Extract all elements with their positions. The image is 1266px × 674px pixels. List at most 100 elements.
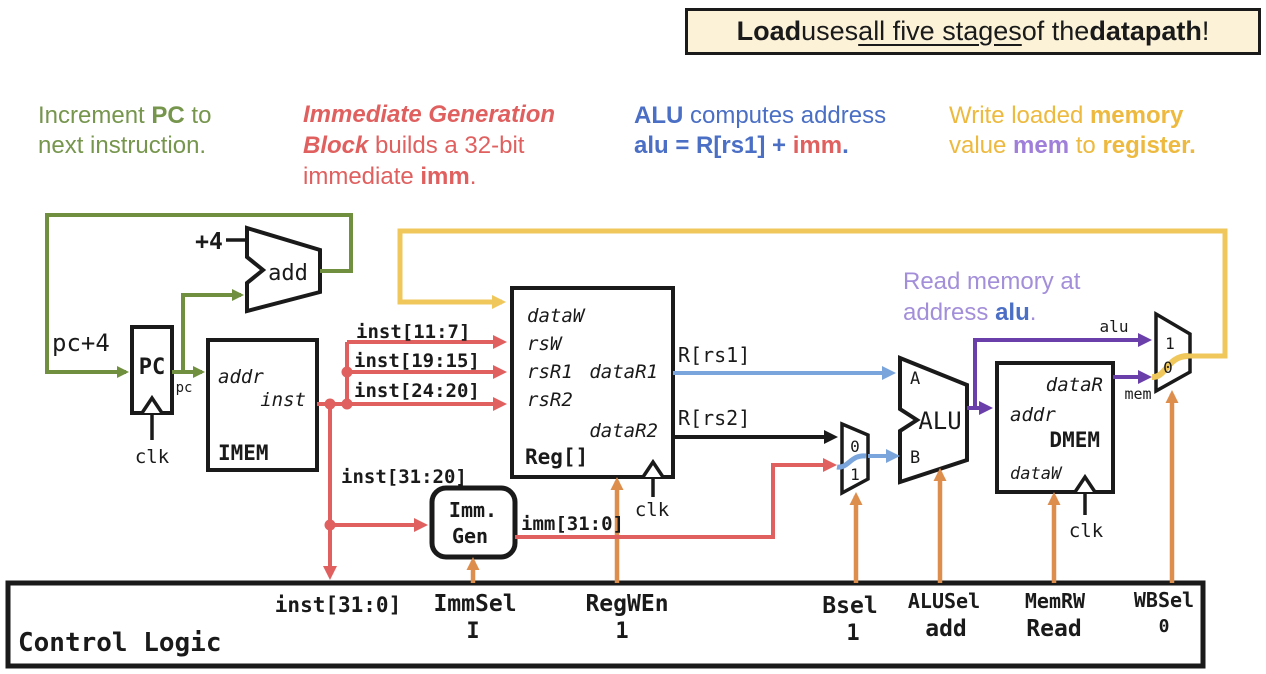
label-bsel-1: 1 xyxy=(850,465,860,484)
note-line: next instruction. xyxy=(38,131,211,161)
label-plus4: +4 xyxy=(195,229,223,255)
note-text-imm: imm xyxy=(420,163,470,190)
note-text: . xyxy=(1189,132,1196,159)
label-alu-b: B xyxy=(910,448,920,468)
bsel-select-squiggle xyxy=(836,453,867,470)
label-clk: clk xyxy=(1069,520,1104,542)
wire-imm-31-0 xyxy=(515,458,837,539)
note-line: Immediate Generation xyxy=(303,99,555,130)
note-text: Write loaded xyxy=(949,102,1090,129)
note-text-mem: mem xyxy=(1013,132,1070,159)
note-text: Immediate Generation xyxy=(303,101,556,128)
wire-pc-to-adder xyxy=(181,289,244,372)
note-alu-address: ALU computes address alu = R[rs1] + imm. xyxy=(634,101,886,161)
signal-immsel-name: ImmSel xyxy=(433,591,516,617)
wbsel-select-squiggle xyxy=(1151,353,1189,380)
wire-pc-plus4-loop xyxy=(45,213,353,378)
note-line: Read memory at xyxy=(903,266,1080,297)
signal-wbsel-value: 0 xyxy=(1159,616,1170,637)
label-inst-31-20: inst[31:20] xyxy=(341,466,467,488)
note-text: computes address xyxy=(683,102,887,129)
slide-banner: Load uses all five stages of the datapat… xyxy=(685,8,1261,55)
note-immediate-generation: Immediate Generation Block builds a 32-b… xyxy=(303,99,555,192)
signal-immsel-value: I xyxy=(466,619,479,644)
note-text: immediate xyxy=(303,163,421,190)
note-line: value mem to register. xyxy=(949,131,1196,161)
note-read-memory: Read memory at address alu. xyxy=(903,266,1080,328)
label-imem-addr: addr xyxy=(218,366,264,388)
note-text: to xyxy=(1069,132,1103,159)
label-alu-a: A xyxy=(910,369,920,389)
signal-alusel-value: add xyxy=(925,616,967,642)
label-inst-31-0: inst[31:0] xyxy=(275,593,401,617)
label-reg-rsw: rsW xyxy=(527,333,563,355)
note-text-memory: memory xyxy=(1089,102,1184,129)
signal-regwen-value: 1 xyxy=(615,619,628,644)
note-text-alu: ALU xyxy=(634,102,684,129)
label-reg: Reg[] xyxy=(525,445,588,469)
banner-datapath: datapath xyxy=(1089,16,1202,46)
label-imm-31-0: imm[31:0] xyxy=(521,513,624,535)
label-reg-rsr1: rsR1 xyxy=(527,361,573,383)
label-r-rs2: R[rs2] xyxy=(678,406,750,430)
signal-memrw-value: Read xyxy=(1026,616,1081,642)
signal-alusel-name: ALUSel xyxy=(908,589,980,613)
note-line: Block builds a 32-bit xyxy=(303,130,555,161)
label-inst-24-20: inst[24:20] xyxy=(354,380,480,402)
label-reg-dataw: dataW xyxy=(527,305,586,327)
clk-edge-triangle xyxy=(641,458,665,478)
label-dmem-datar: dataR xyxy=(1046,374,1103,396)
note-line: Write loaded memory xyxy=(949,101,1196,131)
wire-alu-to-wbsel xyxy=(973,333,1152,408)
signal-wbsel-name: WBSel xyxy=(1134,588,1194,612)
imem-block xyxy=(206,338,319,472)
pc-add4-adder xyxy=(245,225,322,314)
label-dmem-dataw: dataW xyxy=(1010,464,1063,484)
note-text: value xyxy=(949,132,1014,159)
note-text: . xyxy=(469,163,477,190)
label-wbsel-0: 0 xyxy=(1163,358,1173,377)
note-line: ALU computes address xyxy=(634,101,886,131)
label-inst-11-7: inst[11:7] xyxy=(356,321,470,343)
note-text: Increment xyxy=(38,102,152,129)
alu-block xyxy=(898,355,969,485)
label-inst-19-15: inst[19:15] xyxy=(354,350,480,372)
clk-edge-triangle xyxy=(1073,473,1097,493)
note-text: builds a 32-bit xyxy=(368,132,525,159)
note-text: Read memory at xyxy=(903,268,1081,295)
clk-edge-triangle xyxy=(140,394,164,414)
banner-stages: all five stages xyxy=(858,16,1022,46)
control-logic-title: Control Logic xyxy=(18,628,222,658)
label-alu: ALU xyxy=(918,407,961,435)
label-bsel-0: 0 xyxy=(850,437,860,456)
label-imem-inst: inst xyxy=(260,389,306,411)
banner-uses: uses xyxy=(801,16,859,46)
note-line: Increment PC to xyxy=(38,101,211,131)
note-line: address alu. xyxy=(903,297,1080,328)
label-immgen-2: Gen xyxy=(452,524,488,548)
junction-dot xyxy=(324,398,336,410)
label-pc-plus4: pc+4 xyxy=(52,329,110,357)
label-add: add xyxy=(268,261,308,286)
label-clk: clk xyxy=(135,446,170,468)
banner-bang: ! xyxy=(1201,16,1210,46)
banner-load: Load xyxy=(736,16,802,46)
signal-bsel-value: 1 xyxy=(846,621,859,646)
signal-memrw-name: MemRW xyxy=(1025,589,1086,613)
control-logic-box xyxy=(5,580,1206,669)
label-dmem-addr: addr xyxy=(1010,404,1056,426)
note-text: next instruction. xyxy=(38,132,207,159)
note-text: alu = R[rs1] + xyxy=(634,132,793,159)
dmem-block xyxy=(995,361,1115,494)
note-text: to xyxy=(184,102,212,129)
signal-regwen-name: RegWEn xyxy=(585,591,668,617)
label-pc: PC xyxy=(139,355,166,380)
label-imem: IMEM xyxy=(218,441,269,465)
note-text-imm: imm xyxy=(792,132,843,159)
note-text: address xyxy=(903,299,996,326)
note-text: . xyxy=(1029,299,1037,326)
label-alu-tag: alu xyxy=(1100,317,1129,336)
note-text-pc: PC xyxy=(151,102,185,129)
